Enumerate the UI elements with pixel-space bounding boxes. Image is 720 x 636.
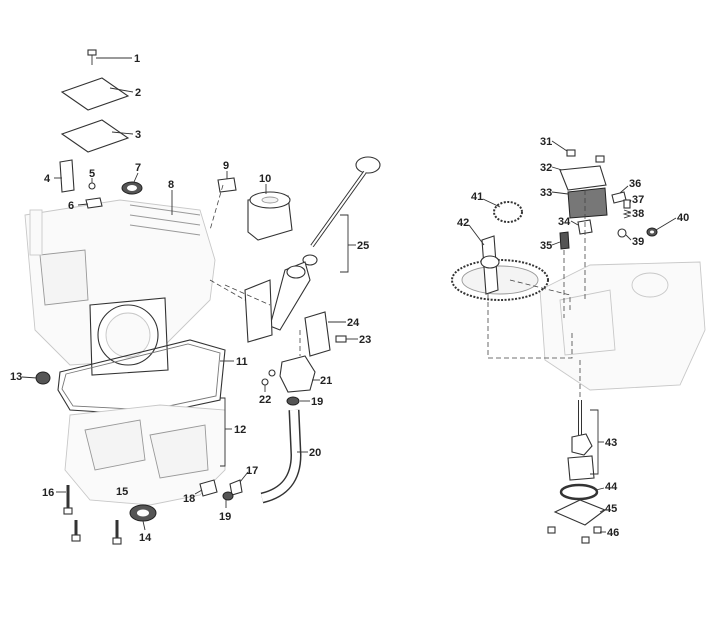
oil-sensor [279,355,316,393]
callout-23: 23 [359,334,371,346]
callout-35: 35 [540,240,552,252]
cover-gasket [60,119,130,153]
callout-4: 4 [44,173,51,185]
callout-13: 13 [10,371,22,383]
callout-25: 25 [357,240,369,252]
bolt [71,520,81,542]
callout-17: 17 [246,465,258,477]
callout-19: 19 [311,396,323,408]
right-assembly [451,149,706,544]
callout-19: 19 [219,511,231,523]
callout-2: 2 [135,87,141,99]
callout-46: 46 [607,527,619,539]
callout-32: 32 [540,162,552,174]
filter-element [59,159,75,193]
callout-9: 9 [223,160,229,172]
callout-45: 45 [605,503,617,515]
dipstick [244,156,381,343]
callout-40: 40 [677,212,689,224]
callout-3: 3 [135,129,141,141]
callout-41: 41 [471,191,483,203]
callout-11: 11 [236,356,248,368]
callout-14: 14 [139,532,152,544]
callout-7: 7 [135,162,141,174]
callout-33: 33 [540,187,552,199]
callout-1: 1 [134,53,140,65]
callout-24: 24 [347,317,360,329]
callout-36: 36 [629,178,641,190]
callout-6: 6 [68,200,74,212]
oil-filter [247,191,293,241]
screen [567,187,608,219]
pump-rotor [567,455,595,481]
cylinder-block [24,199,216,376]
callout-42: 42 [457,217,469,229]
crankcase [64,404,226,506]
bolt [63,485,73,515]
left-assembly [24,49,381,545]
callout-22: 22 [259,394,271,406]
callout-39: 39 [632,236,644,248]
governor-gear [493,201,523,223]
callout-10: 10 [259,173,271,185]
callout-44: 44 [605,481,618,493]
leader-lines [21,57,677,533]
callout-12: 12 [234,424,246,436]
callout-15: 15 [116,486,128,498]
callout-37: 37 [632,194,644,206]
callout-38: 38 [632,208,644,220]
callout-21: 21 [320,375,332,387]
callout-labels: 1 2 3 4 5 6 7 8 9 10 11 12 13 14 15 16 1… [10,53,689,544]
pump-cover [553,499,607,526]
callout-43: 43 [605,437,617,449]
callout-8: 8 [168,179,174,191]
callout-18: 18 [183,493,195,505]
bolt-1 [87,49,97,65]
callout-16: 16 [42,487,54,499]
cover-plate [60,77,130,111]
callout-34: 34 [558,216,571,228]
o-ring [559,483,599,501]
bolt [112,520,122,545]
cam-gear [451,235,549,301]
callout-31: 31 [540,136,552,148]
callout-20: 20 [309,447,321,459]
callout-5: 5 [89,168,95,180]
